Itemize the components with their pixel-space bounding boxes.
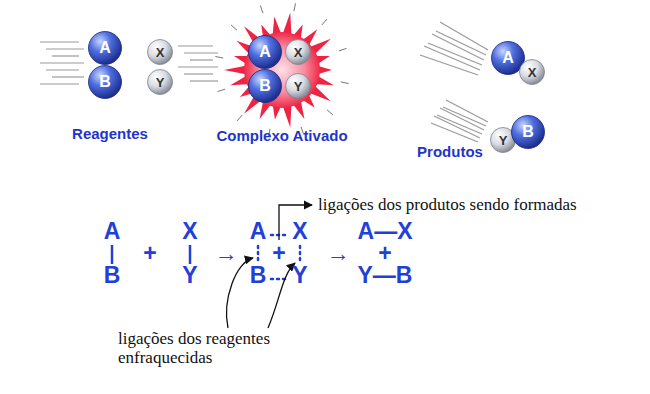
plus-sign: + [272,241,285,266]
motion-line [184,73,213,74]
motion-line [46,48,84,49]
atom-sphere: X [147,39,173,65]
atom-letter: X [285,39,311,65]
annotation-note: ligações dos produtos sendo formadas [318,196,577,215]
motion-line [190,80,218,81]
atom-sphere: A [491,41,525,75]
formula-atom: B [104,263,121,288]
burst-dash [294,3,296,11]
motion-line [190,59,213,60]
motion-line [178,66,218,67]
atom-letter: A [248,35,282,69]
motion-line [436,31,486,55]
atom-letter: B [248,69,282,103]
burst-glow [244,32,320,108]
burst-dash [322,19,327,25]
atom-sphere: B [248,69,282,103]
burst-dash [339,48,347,51]
motion-line [184,52,218,53]
burst-dash [327,110,333,115]
formula-atom: X [182,219,197,244]
burst-dash [341,82,349,84]
atom-sphere: X [519,59,545,85]
atom-letter: X [147,39,173,65]
motion-line [431,123,478,142]
atom-sphere: Y [490,127,516,153]
formula-atom: A [104,219,121,244]
formula-atom: X [292,219,307,244]
motion-line [432,34,484,60]
burst-dash [237,115,242,121]
motion-line [40,62,84,63]
atom-sphere: Y [147,69,173,95]
atom-letter: X [519,59,545,85]
product-formula: Y—B [358,263,413,288]
stage-caption: Reagentes [72,126,148,143]
motion-line [52,76,84,77]
stage-caption: Produtos [417,144,483,161]
atom-letter: Y [147,69,173,95]
atom-sphere: B [511,115,545,149]
plus-sign: + [143,241,156,266]
motion-line [437,115,482,134]
motion-lines [40,22,488,142]
atom-sphere: X [285,39,311,65]
motion-line [428,43,482,65]
motion-line [46,69,79,70]
atom-letter: A [88,31,122,65]
burst-dash [215,56,223,58]
atom-letter: B [511,115,545,149]
burst-dash [231,25,237,30]
reaction-arrow: → [215,241,238,266]
formula-atom: A [250,219,267,244]
atom-letter: B [88,65,122,99]
formula-atom: Y [292,263,307,288]
atom-letter: Y [285,73,311,99]
atom-letter: A [491,41,525,75]
burst-dash [260,6,263,14]
formula-atom: B [250,263,267,288]
atom-sphere: A [88,31,122,65]
formula-atom: Y [182,263,197,288]
atom-letter: Y [490,127,516,153]
motion-line [178,45,213,46]
atom-sphere: Y [285,73,311,99]
activation-burst [215,3,348,136]
stage-caption: Complexo Ativado [216,128,347,145]
reaction-arrow: → [327,241,350,266]
motion-line [420,55,478,75]
motion-line [52,55,79,56]
burst-dash [218,89,226,92]
atom-sphere: A [248,35,282,69]
burst-shape [224,13,334,128]
atom-sphere: B [88,65,122,99]
motion-line [40,41,79,42]
annotation-arrows [227,205,312,328]
motion-line [40,83,79,84]
annotation-note: ligações dos reagentes enfraquecidas [118,330,308,367]
